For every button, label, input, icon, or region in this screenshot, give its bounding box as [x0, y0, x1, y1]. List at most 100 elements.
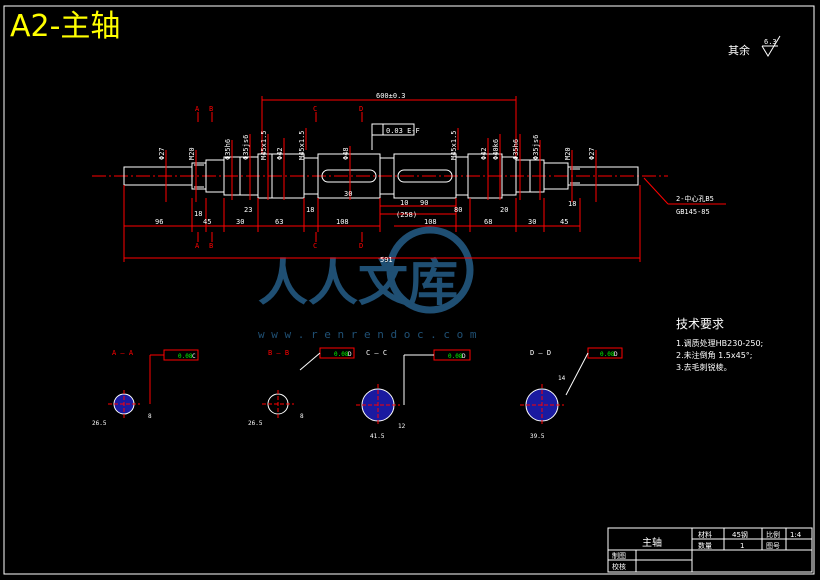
section-b-tol: 0.08	[334, 351, 349, 358]
diam-label-8: Φ48	[342, 147, 350, 160]
section-a-tol: 0.08	[178, 353, 193, 360]
technical-requirements: 技术要求 1.调质处理HB230-250; 2.未注倒角 1.5x45°; 3.…	[676, 317, 763, 372]
diam-label-6: Φ42	[276, 147, 284, 160]
dim-258: (258)	[396, 211, 417, 219]
diam-label-5: M45x1.5	[260, 130, 268, 160]
svg-text:D: D	[359, 105, 363, 113]
diameter-labels: Φ27 M20 Φ35h6 Φ35js6 M45x1.5 Φ42 M45x1.5…	[158, 130, 596, 160]
diam-label-7: M45x1.5	[298, 130, 306, 160]
dim-18c: 18	[194, 210, 202, 218]
section-view-a: A — A 0.08 C 26.5 8	[92, 349, 199, 427]
svg-text:D: D	[359, 242, 363, 250]
roughness-symbol-icon	[761, 35, 781, 57]
dim-45b: 45	[560, 218, 568, 226]
title-block-drafter-label: 制图	[612, 551, 626, 560]
section-b-label: B — B	[268, 349, 289, 357]
section-d-tol: 0.08	[600, 351, 615, 358]
drawing-frame	[3, 5, 815, 575]
diam-label-11: Φ40k6	[492, 139, 500, 160]
title-block-part-name: 主轴	[642, 536, 662, 549]
dim-10: 10	[400, 199, 408, 207]
dim-45a: 45	[203, 218, 211, 226]
watermark-url: w w w . r e n r e n d o c . c o m	[258, 328, 477, 341]
dim-total-length: 591	[380, 256, 393, 264]
diam-label-10: Φ42	[480, 147, 488, 160]
runout-tolerance-value: 0.03 E-F	[386, 127, 420, 135]
title-block-scale-label: 比例	[766, 530, 780, 539]
section-c-tol: 0.08	[448, 353, 463, 360]
roughness-value: 6.3	[764, 38, 777, 46]
diam-label-1: Φ27	[158, 147, 166, 160]
dim-108b: 108	[424, 218, 437, 226]
section-b-dim-b: 8	[300, 413, 304, 420]
title-block-text: 主轴 材料 45钢 比例 1:4 数量 1 图号 制图 校核	[612, 530, 802, 571]
title-block-checker-label: 校核	[612, 562, 626, 571]
svg-text:A: A	[195, 242, 200, 250]
section-a-label: A — A	[112, 349, 134, 357]
section-a-dim-a: 26.5	[92, 420, 107, 427]
title-block	[607, 527, 813, 573]
section-a-dim-b: 8	[148, 413, 152, 420]
section-cut-letters: A B A B C D C D	[195, 105, 363, 250]
svg-text:C: C	[313, 242, 317, 250]
svg-text:C: C	[313, 105, 317, 113]
section-a-datum: C	[192, 353, 196, 360]
runout-tolerance-frame: 0.03 E-F	[371, 123, 420, 150]
title-block-material-value: 45钢	[732, 530, 748, 539]
title-block-drawing-no-label: 图号	[766, 542, 780, 550]
watermark: 人人文库 w w w . r e n r e n d o c . c o m	[258, 226, 477, 341]
dim-30a: 30	[236, 218, 244, 226]
dim-30b: 30	[528, 218, 536, 226]
dim-upper-length: 600±0.3	[376, 92, 406, 100]
tech-req-heading: 技术要求	[676, 317, 724, 331]
shaft-outline	[123, 153, 639, 199]
section-d-datum: D	[614, 351, 618, 358]
section-d-dim-a: 39.5	[530, 433, 545, 440]
section-c-dim-b: 12	[398, 423, 406, 430]
roughness-rest-label: 其余	[728, 43, 750, 57]
diam-label-15: Φ27	[588, 147, 596, 160]
dim-23: 23	[244, 206, 252, 214]
dimension-lines	[123, 96, 726, 262]
section-d-dim-b: 14	[558, 375, 566, 382]
section-c-datum: D	[462, 353, 466, 360]
tech-req-item-1: 1.调质处理HB230-250;	[676, 338, 763, 348]
diam-label-2: M20	[188, 147, 196, 160]
diam-label-12: Φ35h6	[512, 139, 520, 160]
dim-68: 68	[484, 218, 492, 226]
dim-108a: 108	[336, 218, 349, 226]
diam-label-13: Φ35js6	[532, 135, 540, 160]
section-view-c: C — C 0.08 D 41.5 12	[356, 349, 471, 440]
dim-20: 20	[500, 206, 508, 214]
svg-text:B: B	[209, 242, 213, 250]
dim-18a: 18	[306, 206, 314, 214]
tech-req-item-3: 3.去毛刺锐棱。	[676, 362, 732, 372]
center-hole-note-1: 2-中心孔B5	[676, 194, 714, 203]
section-view-d: D — D 0.08 D 39.5 14	[520, 347, 623, 440]
dim-30c: 30	[344, 190, 352, 198]
dim-63: 63	[275, 218, 283, 226]
title-block-material-label: 材料	[698, 530, 712, 539]
center-hole-note-2: GB145-85	[676, 208, 710, 216]
section-view-b: B — B 0.08 D 26.5 8	[248, 347, 355, 427]
dim-18b: 18	[568, 200, 576, 208]
title-block-qty-label: 数量	[698, 541, 712, 550]
section-c-dim-a: 41.5	[370, 433, 385, 440]
dim-80: 80	[454, 206, 462, 214]
drawing-title: A2-主轴	[10, 9, 121, 44]
section-c-label: C — C	[366, 349, 387, 357]
svg-text:A: A	[195, 105, 200, 113]
tech-req-item-2: 2.未注倒角 1.5x45°;	[676, 350, 753, 360]
dim-96: 96	[155, 218, 163, 226]
title-block-scale-value: 1:4	[790, 531, 802, 539]
section-b-datum: D	[348, 351, 352, 358]
watermark-text: 人人文库	[258, 254, 458, 312]
diam-label-14: M20	[564, 147, 572, 160]
diam-label-4: Φ35js6	[242, 135, 250, 160]
svg-text:B: B	[209, 105, 213, 113]
title-block-qty-value: 1	[740, 542, 744, 550]
dimension-texts: 600±0.3 591 96 45 30 63 18 108 30 108 10…	[155, 92, 714, 264]
section-cut-marks	[197, 112, 363, 242]
